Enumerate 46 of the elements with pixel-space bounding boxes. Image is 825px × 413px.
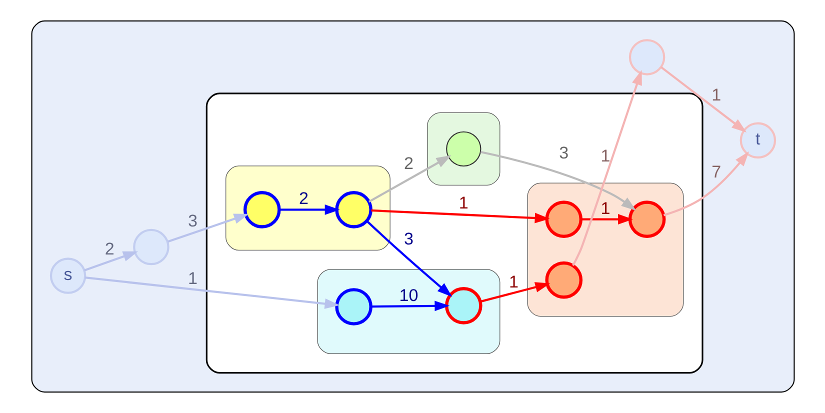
node-circle: [544, 261, 582, 299]
arrow: [370, 300, 450, 312]
edge-label: 2: [403, 154, 413, 173]
node-circle: [334, 191, 372, 228]
arrow: [662, 151, 749, 216]
node-circle: [628, 39, 665, 76]
arrow: [572, 70, 642, 266]
node-circle: [242, 191, 280, 228]
arrow: [278, 204, 340, 215]
cluster: [205, 92, 703, 374]
cluster: [316, 269, 500, 354]
edge-label: 1: [188, 269, 198, 288]
arrow: [480, 282, 550, 303]
node-circle: [334, 288, 372, 326]
arrow: [84, 251, 138, 272]
cluster: [526, 182, 684, 317]
arrow: [167, 214, 248, 243]
edge-label: 1: [711, 86, 721, 105]
arrow: [84, 276, 340, 309]
edge-label: 7: [711, 162, 721, 182]
node-circle: s: [49, 258, 86, 294]
edge-label: 3: [403, 230, 413, 249]
cluster: [426, 112, 500, 186]
arrow: [580, 214, 632, 225]
edge-label: 3: [558, 143, 568, 162]
edge-label: 1: [600, 198, 610, 218]
arrow: [480, 150, 636, 211]
edge-label: 10: [398, 286, 418, 306]
node-circle: t: [739, 122, 776, 159]
arrow: [660, 66, 746, 132]
edge-label: 3: [188, 212, 198, 231]
cluster: [225, 166, 390, 251]
edge-label: 2: [104, 239, 114, 258]
arrow: [370, 209, 550, 224]
node-circle: [132, 228, 169, 266]
node-circle: [446, 131, 481, 167]
edge-label: 1: [600, 146, 610, 166]
node-circle: [444, 287, 482, 324]
arrow: [368, 155, 451, 203]
node-circle: [628, 200, 666, 238]
cluster: [30, 20, 794, 393]
arrow: [366, 220, 452, 297]
node-circle: [544, 200, 582, 238]
edge-label: 1: [508, 272, 518, 292]
edge-label: 2: [298, 189, 308, 208]
edge-label: 1: [458, 193, 468, 212]
